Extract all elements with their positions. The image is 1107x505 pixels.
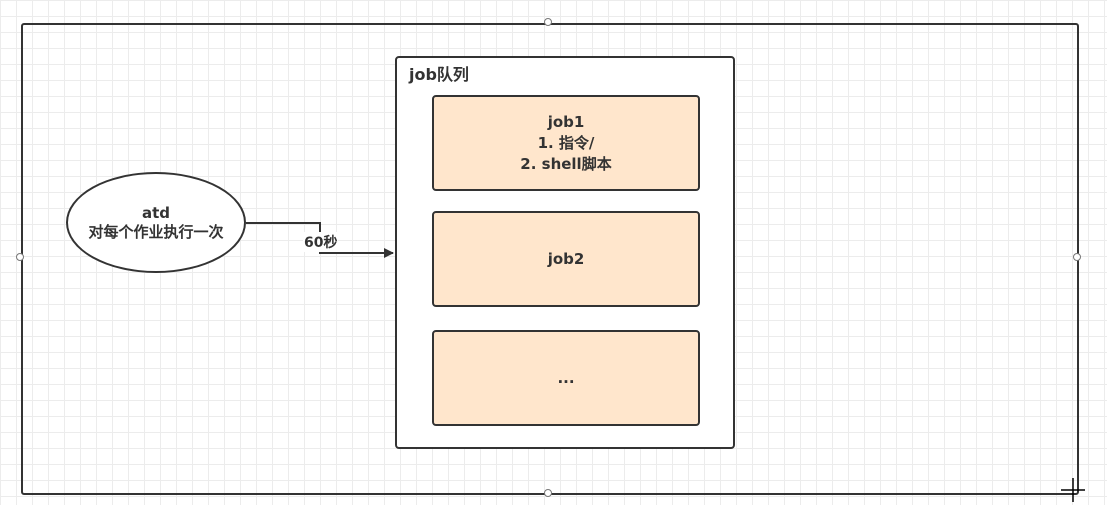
atd-title: atd bbox=[141, 203, 171, 222]
resize-handle-left[interactable] bbox=[16, 253, 24, 261]
connector-label: 60秒 bbox=[303, 232, 339, 252]
resize-handle-top[interactable] bbox=[544, 18, 552, 26]
job-node-2[interactable]: job2 bbox=[432, 211, 700, 307]
job-1-line-1: 1. 指令/ bbox=[537, 133, 595, 152]
job-node-1[interactable]: job1 1. 指令/ 2. shell脚本 bbox=[432, 95, 700, 191]
job-queue-title: job队列 bbox=[409, 65, 469, 84]
resize-handle-right[interactable] bbox=[1073, 253, 1081, 261]
job-1-name: job1 bbox=[547, 112, 585, 131]
job-3-ellipsis: ... bbox=[557, 368, 575, 387]
job-1-line-2: 2. shell脚本 bbox=[520, 154, 612, 173]
job-2-name: job2 bbox=[547, 249, 585, 268]
job-node-3[interactable]: ... bbox=[432, 330, 700, 426]
job-queue-container[interactable]: job队列 job1 1. 指令/ 2. shell脚本 job2 ... bbox=[395, 56, 735, 449]
atd-node[interactable]: atd 对每个作业执行一次 bbox=[66, 172, 246, 273]
resize-handle-bottom[interactable] bbox=[544, 489, 552, 497]
atd-description: 对每个作业执行一次 bbox=[88, 222, 224, 241]
crosshair-cursor-icon bbox=[1061, 478, 1085, 502]
